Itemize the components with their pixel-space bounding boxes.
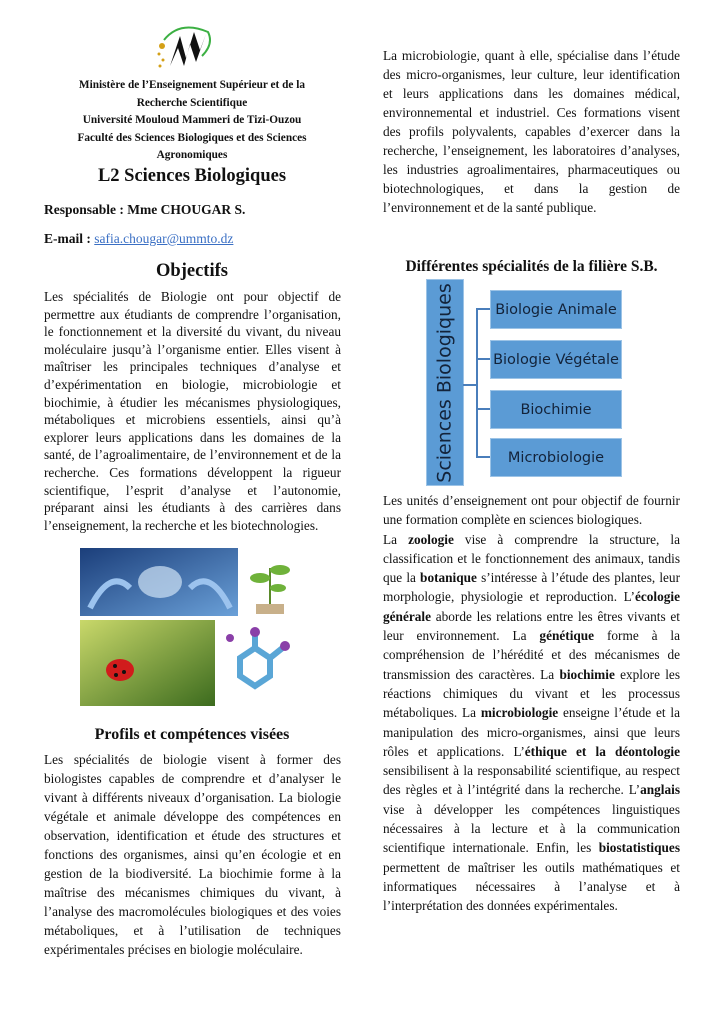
profils-heading: Profils et compétences visées xyxy=(94,726,290,743)
institution-header: Ministère de l’Enseignement Supérieur et… xyxy=(44,77,340,165)
unites-detail: La zoologie vise à comprendre la structu… xyxy=(383,530,680,916)
unites-intro: Les unités d’enseignement ont pour objec… xyxy=(383,493,680,528)
keyword-zoologie: zoologie xyxy=(408,531,454,547)
header-line: Recherche Scientifique xyxy=(136,96,248,109)
text-segment: permettent de maîtriser les outils mathé… xyxy=(383,859,680,914)
profils-text: Les spécialités de biologie visent à for… xyxy=(44,750,341,959)
biology-image-collage xyxy=(80,548,300,706)
header-line: Agronomiques xyxy=(156,149,228,161)
header-line: Ministère de l’Enseignement Supérieur et… xyxy=(78,79,306,91)
keyword-biochimie: biochimie xyxy=(559,666,615,682)
profils-paragraph: Les spécialités de biologie visent à for… xyxy=(44,752,341,957)
text-segment: vise à développer les compétences lingui… xyxy=(383,801,680,856)
keyword-genetique: génétique xyxy=(539,628,595,644)
microbiologie-paragraph: La microbiologie, quant à elle, spéciali… xyxy=(383,48,680,215)
keyword-botanique: botanique xyxy=(420,570,477,586)
text-segment: La xyxy=(383,531,409,547)
text-segment: s’intéresse à l’étude des plantes, leur … xyxy=(383,570,680,605)
diagram-root-label: Sciences Biologiques xyxy=(434,282,456,483)
keyword-microbiologie: microbiologie xyxy=(480,705,559,721)
ladybug-image xyxy=(80,620,215,706)
specialites-heading: Différentes spécialités de la filière S.… xyxy=(405,258,658,275)
objectifs-paragraph: Les spécialités de Biologie ont pour obj… xyxy=(44,289,341,533)
objectifs-heading: Objectifs xyxy=(156,261,228,281)
unites-text: Les unités d’enseignement ont pour objec… xyxy=(383,491,680,916)
keyword-biostatistiques: biostatistiques xyxy=(598,840,680,856)
diagram-node-biologie-animale: Biologie Animale xyxy=(490,290,622,329)
email-line: E-mail : safia.chougar@ummto.dz xyxy=(44,231,233,247)
microbiologie-text: La microbiologie, quant à elle, spéciali… xyxy=(383,46,680,217)
header-line: Faculté des Sciences Biologiques et des … xyxy=(77,131,307,144)
text-segment: forme à la compréhension de l’hérédité e… xyxy=(383,628,680,682)
text-segment: vise à comprendre la structure, la class… xyxy=(383,531,680,586)
text-segment: aborde les relations entre les êtres viv… xyxy=(383,608,680,644)
text-segment: sensibilisent à la responsabilité scient… xyxy=(383,763,680,798)
diagram-root-node: Sciences Biologiques xyxy=(426,279,464,486)
objectifs-text: Les spécialités de Biologie ont pour obj… xyxy=(44,288,341,534)
email-link[interactable]: safia.chougar@ummto.dz xyxy=(94,231,234,246)
keyword-ethique: éthique et la déontologie xyxy=(524,743,680,759)
keyword-ecologie: écologie générale xyxy=(383,589,680,624)
responsable: Responsable : Mme CHOUGAR S. xyxy=(44,202,246,217)
email-label: E-mail : xyxy=(44,231,91,246)
diagram-node-biologie-vegetale: Biologie Végétale xyxy=(490,340,622,379)
diagram-node-microbiologie: Microbiologie xyxy=(490,438,622,477)
text-segment: explore les réactions chimiques du vivan… xyxy=(383,666,681,721)
keyword-anglais: anglais xyxy=(640,782,680,798)
page-title: L2 Sciences Biologiques xyxy=(97,166,287,186)
collage-illustration xyxy=(80,548,300,706)
university-logo xyxy=(157,26,211,68)
text-segment: enseigne l’étude et la manipulation des … xyxy=(383,705,680,759)
diagram-node-biochimie: Biochimie xyxy=(490,390,622,429)
header-line: Université Mouloud Mammeri de Tizi-Ouzou xyxy=(82,114,302,126)
